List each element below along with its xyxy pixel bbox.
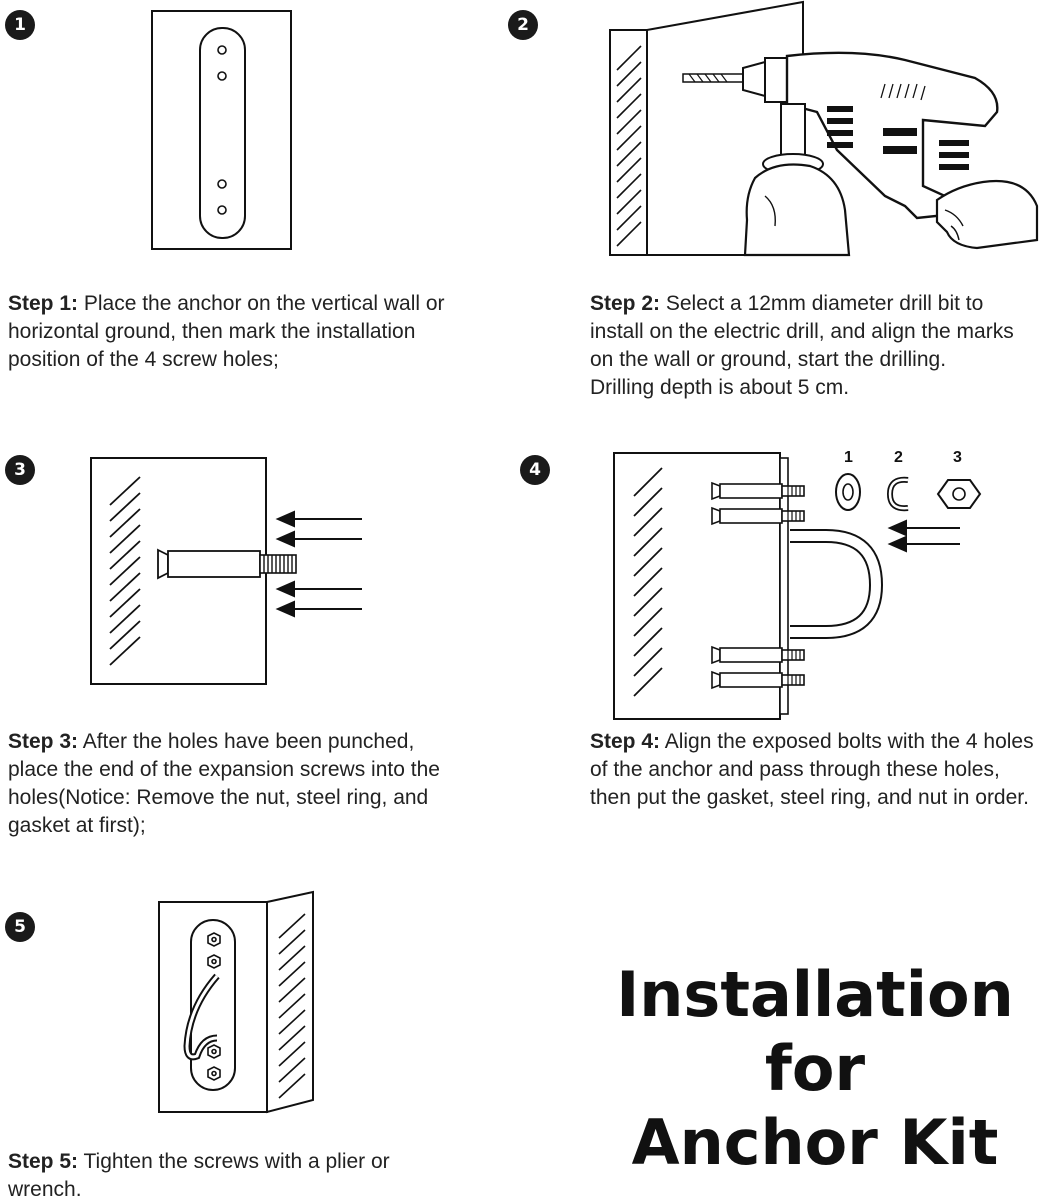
- step-4-description: Step 4: Align the exposed bolts with the…: [590, 728, 1042, 812]
- part-label-3: 3: [953, 449, 962, 466]
- part-label-2: 2: [894, 449, 903, 466]
- step-4-illustration: 1 2 3: [613, 449, 982, 720]
- step-4-badge: 4: [520, 455, 550, 485]
- step-5-label: Step 5:: [8, 1150, 79, 1173]
- step-2-text: Select a 12mm diameter drill bit to inst…: [590, 292, 1014, 371]
- step-4-label: Step 4:: [590, 730, 661, 753]
- page-title: Installation for Anchor Kit: [585, 958, 1045, 1180]
- step-2-illustration: [609, 0, 1039, 257]
- step-3-text: After the holes have been punched, place…: [8, 730, 440, 837]
- step-1-text: Place the anchor on the vertical wall or…: [8, 292, 445, 371]
- step-3-label: Step 3:: [8, 730, 79, 753]
- step-2-note: Drilling depth is about 5 cm.: [590, 376, 850, 399]
- page-title-line-2: Anchor Kit: [631, 1106, 999, 1179]
- step-3-description: Step 3: After the holes have been punche…: [8, 728, 448, 840]
- step-3-badge: 3: [5, 455, 35, 485]
- step-4-text: Align the exposed bolts with the 4 holes…: [590, 730, 1034, 809]
- step-5-text: Tighten the screws with a plier or wrenc…: [8, 1150, 390, 1201]
- step-5-description: Step 5: Tighten the screws with a plier …: [8, 1148, 448, 1204]
- step-1-illustration: [151, 10, 292, 250]
- step-1-label: Step 1:: [8, 292, 79, 315]
- step-2-badge: 2: [508, 10, 538, 40]
- step-1-badge: 1: [5, 10, 35, 40]
- page-title-line-1: Installation for: [616, 958, 1014, 1105]
- step-5-badge: 5: [5, 912, 35, 942]
- step-5-illustration: [158, 890, 314, 1114]
- step-1-description: Step 1: Place the anchor on the vertical…: [8, 290, 448, 374]
- step-2-label: Step 2:: [590, 292, 661, 315]
- step-2-description: Step 2: Select a 12mm diameter drill bit…: [590, 290, 1042, 402]
- part-label-1: 1: [844, 449, 853, 466]
- step-3-illustration: [90, 457, 362, 685]
